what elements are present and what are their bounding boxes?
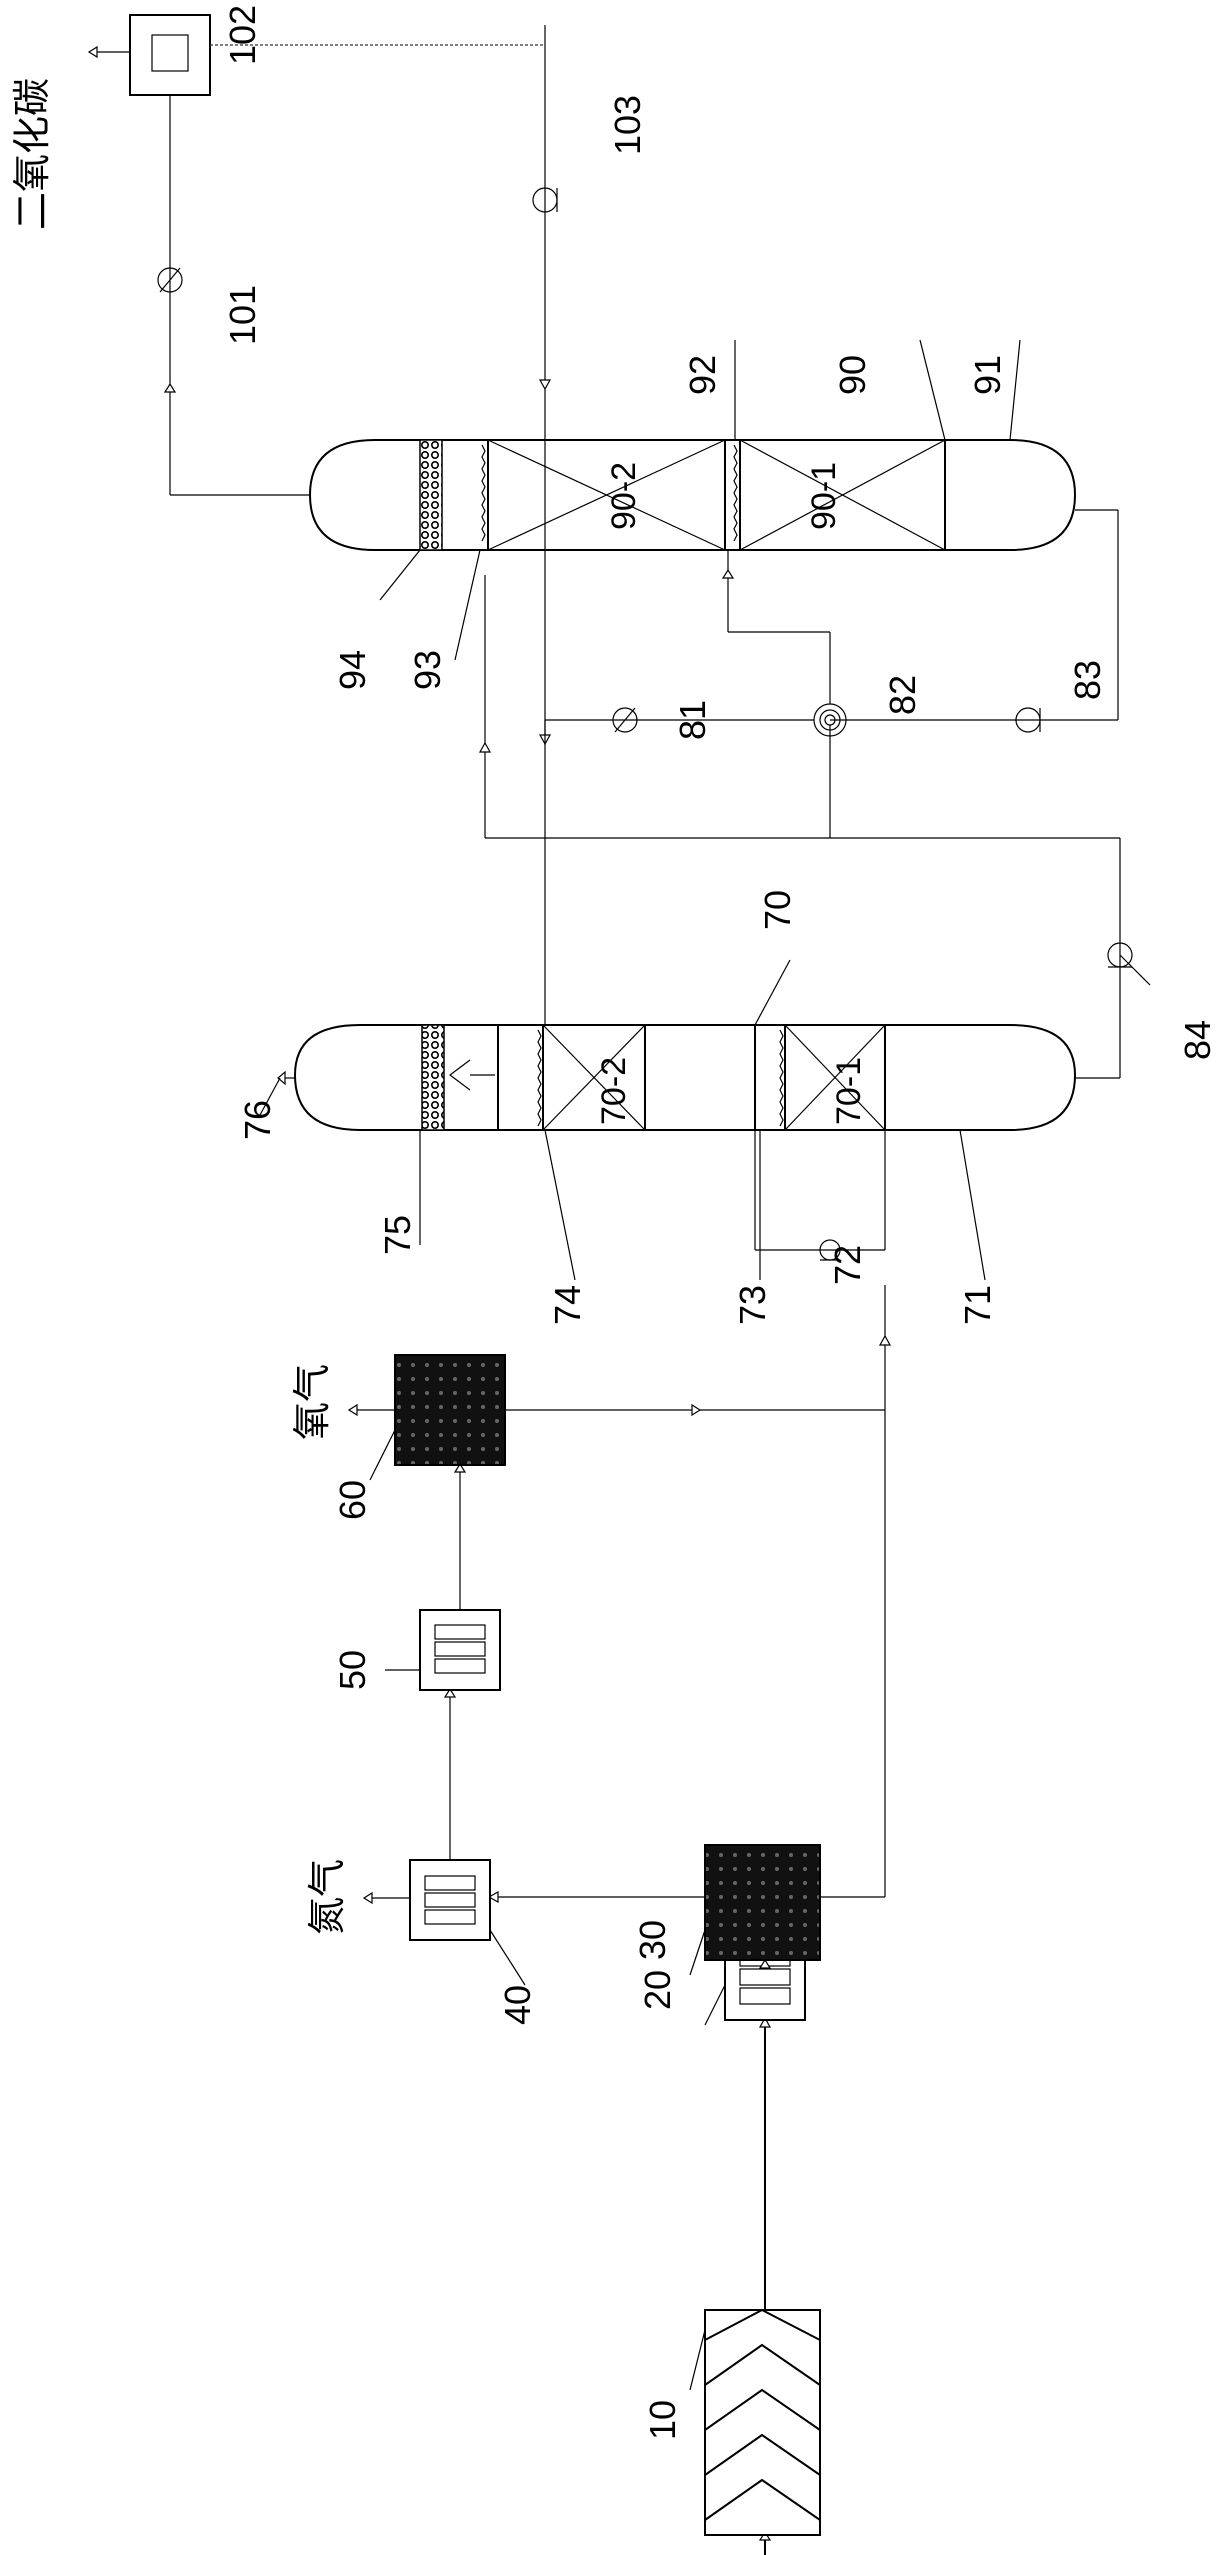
label-82: 82	[882, 675, 923, 715]
unit-102	[129, 14, 211, 96]
valve-76	[259, 1070, 295, 1116]
unit-10-feeder	[704, 2308, 821, 2536]
label-50: 50	[332, 1650, 373, 1690]
label-90-1: 90-1	[805, 462, 843, 530]
label-70: 70	[757, 890, 798, 930]
valve-101	[157, 267, 183, 293]
label-83: 83	[1067, 660, 1108, 700]
label-76: 76	[237, 1100, 278, 1140]
valve-81	[612, 707, 638, 733]
column-90	[308, 439, 1077, 551]
label-75: 75	[377, 1215, 418, 1255]
label-91: 91	[967, 355, 1008, 395]
label-84: 84	[1177, 1020, 1216, 1060]
label-71: 71	[957, 1285, 998, 1325]
pump-103	[532, 187, 558, 213]
label-60: 60	[332, 1480, 373, 1520]
unit-50	[419, 1609, 501, 1691]
label-40: 40	[497, 1985, 538, 2025]
label-73: 73	[732, 1285, 773, 1325]
unit-60	[394, 1354, 506, 1466]
unit-40	[409, 1859, 491, 1941]
label-72: 72	[827, 1245, 868, 1285]
leader-lines	[369, 339, 1151, 2391]
pump-84	[1107, 942, 1133, 968]
label-10: 10	[642, 2400, 683, 2440]
unit-30	[704, 1844, 821, 1961]
diagram-labels: 10 20 30 40 50 60 70 70-2 70-1 71 72 73 …	[10, 5, 1216, 2440]
label-74: 74	[547, 1285, 588, 1325]
label-20: 20	[637, 1970, 678, 2010]
pump-83	[1015, 707, 1041, 733]
label-30: 30	[632, 1920, 673, 1960]
pump-72	[754, 1130, 886, 1261]
label-90-2: 90-2	[605, 462, 643, 530]
label-oxygen: 氧气	[290, 1364, 334, 1440]
label-103: 103	[607, 95, 648, 155]
label-102: 102	[222, 5, 263, 65]
label-93: 93	[407, 650, 448, 690]
label-94: 94	[332, 650, 373, 690]
label-70-1: 70-1	[830, 1057, 868, 1125]
label-70-2: 70-2	[595, 1057, 633, 1125]
label-92: 92	[682, 355, 723, 395]
column-70	[293, 1024, 1077, 1131]
label-co2: 二氧化碳	[10, 78, 54, 230]
label-nitrogen: 氮气	[305, 1859, 349, 1935]
label-101: 101	[222, 285, 263, 345]
label-81: 81	[672, 700, 713, 740]
label-90: 90	[832, 355, 873, 395]
